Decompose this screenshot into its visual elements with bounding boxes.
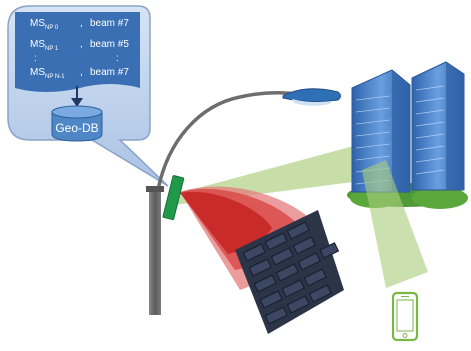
ms-np1-comma: , [80,39,83,50]
ellipsis-left: : [34,53,37,64]
green-beam-phone [362,160,428,288]
down-arrow-icon [71,86,83,107]
ellipsis-right: : [116,53,119,64]
ms-np1-beam: beam #5 [90,39,129,50]
ms-np1-label: MS [30,39,45,50]
ms-np0-label: MS [30,18,45,29]
street-lamp-icon [146,88,341,315]
ms-npn1-beam: beam #7 [90,67,129,78]
database-icon: Geo-DB [51,105,103,142]
ms-npn1-comma: , [80,67,83,78]
ms-npn1-label: MS [30,67,45,78]
ms-np1-subscript: NP 1 [45,46,59,52]
office-buildings-icon [347,61,468,209]
ms-np0-beam: beam #7 [90,18,129,29]
ms-np0-comma: , [80,18,83,29]
beam-table-card: MS NP 0 , beam #7 MS NP 1 , beam #5 : : … [15,12,140,92]
brick-wall-icon [235,210,344,334]
smartphone-icon [391,291,419,342]
ms-npn1-subscript: NP N-1 [45,74,65,80]
ms-np0-subscript: NP 0 [45,25,59,31]
geo-db-label: Geo-DB [55,121,98,135]
antenna-panel [162,175,185,221]
